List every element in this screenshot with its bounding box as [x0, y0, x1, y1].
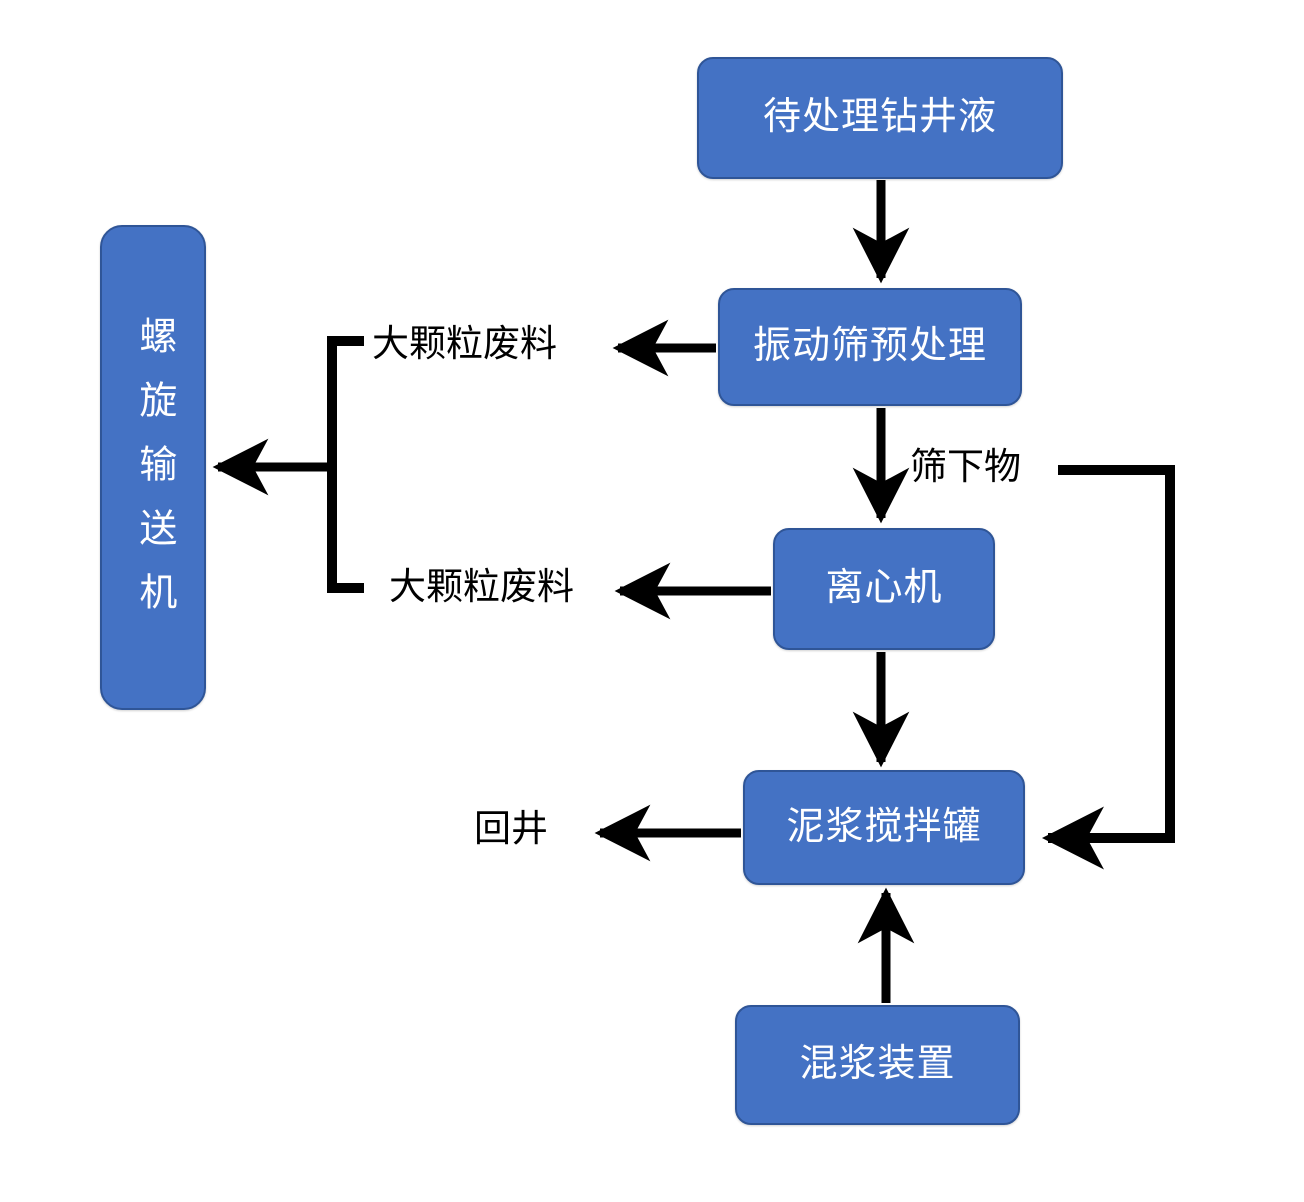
- edge-label-undersize: 筛下物: [910, 449, 1021, 486]
- edge-label-coarse-waste-centrifuge: 大颗粒废料: [389, 569, 574, 606]
- node-shaker-label: 振动筛预处理: [752, 325, 987, 368]
- edge-undersize-to-mudtank: [1041, 465, 1175, 870]
- node-centrifuge-label: 离心机: [825, 567, 943, 610]
- node-mudtank-label: 泥浆搅拌罐: [786, 805, 982, 848]
- node-centrifuge[interactable]: 离心机: [773, 528, 995, 650]
- node-mixer[interactable]: 混浆装置: [735, 1005, 1020, 1125]
- edge-label-text: 大颗粒废料: [372, 324, 557, 365]
- node-mudtank[interactable]: 泥浆搅拌罐: [743, 770, 1025, 885]
- node-feed[interactable]: 待处理钻井液: [697, 57, 1063, 179]
- node-conveyor[interactable]: 螺旋输送机: [100, 225, 206, 710]
- edge-label-return-to-well: 回井: [474, 811, 548, 848]
- edge-coarse-waste-bracket-to-conveyor: [212, 336, 364, 593]
- edge-label-text: 筛下物: [910, 447, 1021, 488]
- node-feed-label: 待处理钻井液: [762, 96, 997, 139]
- edge-label-text: 大颗粒废料: [389, 567, 574, 608]
- node-conveyor-label: 螺旋输送机: [132, 315, 175, 636]
- node-shaker[interactable]: 振动筛预处理: [718, 288, 1022, 406]
- edge-label-coarse-waste-shaker: 大颗粒废料: [372, 326, 557, 363]
- node-mixer-label: 混浆装置: [799, 1043, 956, 1086]
- edge-label-text: 回井: [474, 809, 548, 850]
